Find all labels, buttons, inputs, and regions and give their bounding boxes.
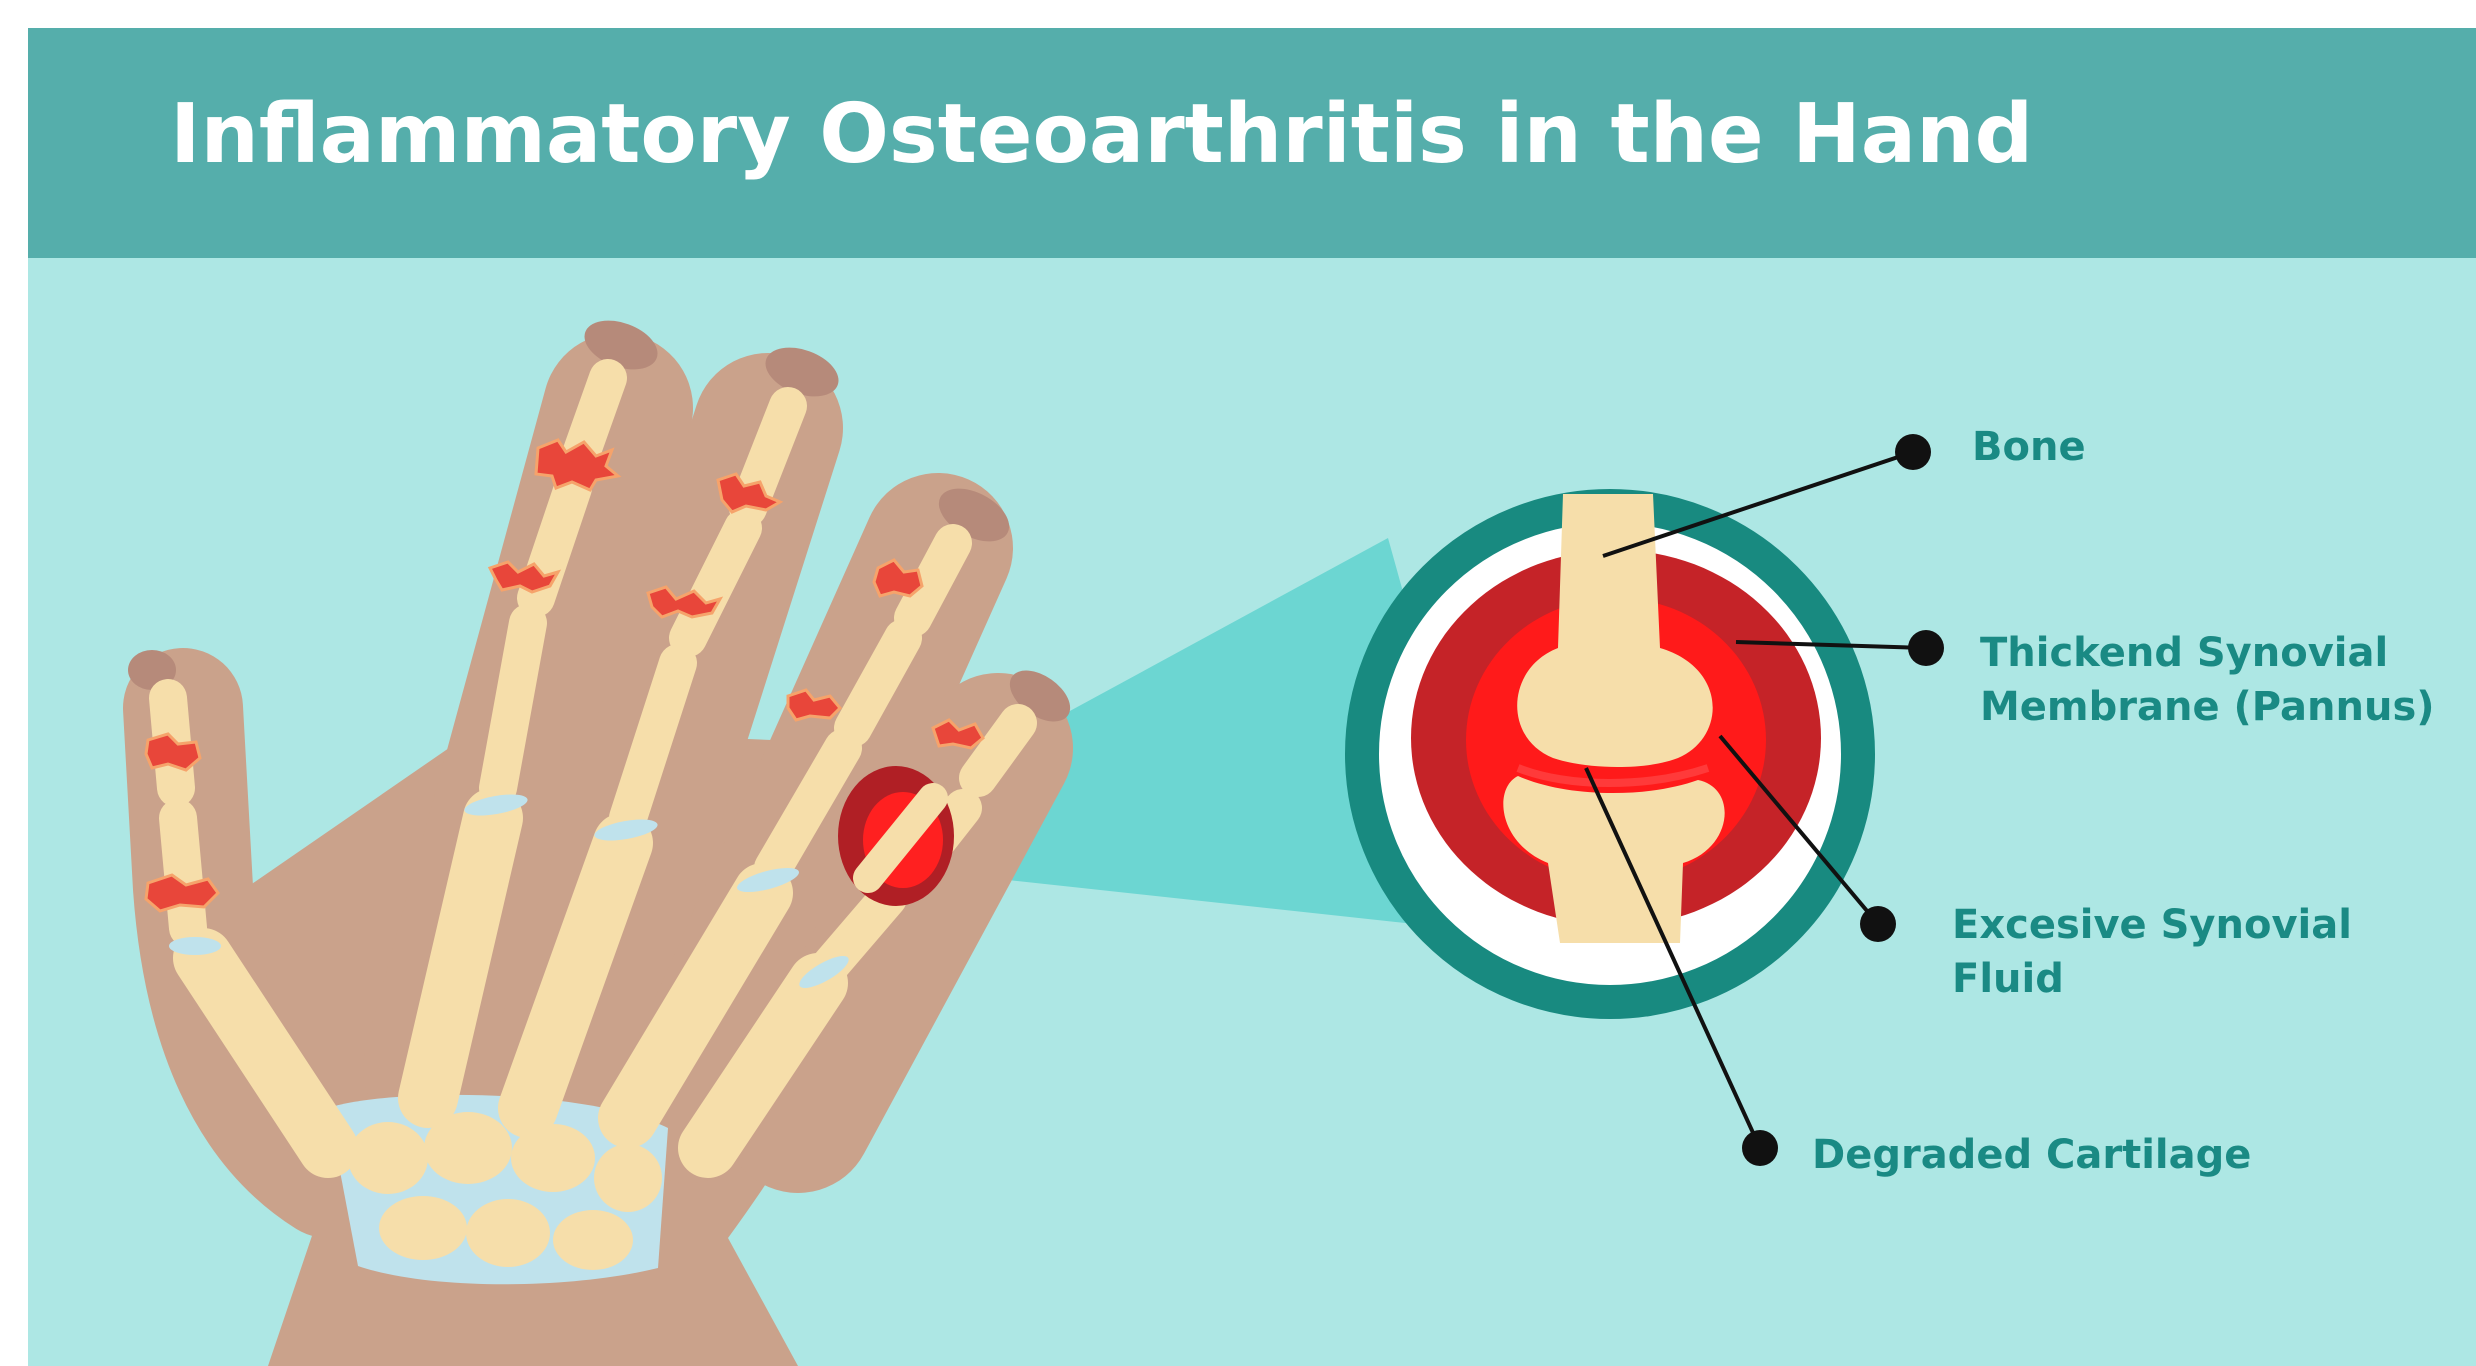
label-synovial-membrane: Thickend Synovial Membrane (Pannus) xyxy=(1980,626,2435,734)
label-membrane-line-1: Thickend Synovial xyxy=(1980,626,2435,680)
callout-dot-cartilage xyxy=(1742,1130,1778,1166)
hand-illustration xyxy=(128,311,1079,1366)
label-degraded-cartilage: Degraded Cartilage xyxy=(1812,1128,2251,1182)
callout-dot-fluid xyxy=(1860,906,1896,942)
label-fluid-line-2: Fluid xyxy=(1952,952,2352,1006)
swollen-joint xyxy=(838,766,954,906)
label-bone-line: Bone xyxy=(1972,420,2086,474)
callout-dot-membrane xyxy=(1908,630,1944,666)
label-membrane-line-2: Membrane (Pannus) xyxy=(1980,680,2435,734)
infographic: Inflammatory Osteoarthritis in the Hand xyxy=(28,28,2476,1366)
callout-dot-bone xyxy=(1895,434,1931,470)
label-cartilage-line: Degraded Cartilage xyxy=(1812,1128,2251,1182)
label-bone: Bone xyxy=(1972,420,2086,474)
label-fluid-line-1: Excesive Synovial xyxy=(1952,898,2352,952)
magnified-joint xyxy=(1362,494,1858,1002)
label-synovial-fluid: Excesive Synovial Fluid xyxy=(1952,898,2352,1006)
